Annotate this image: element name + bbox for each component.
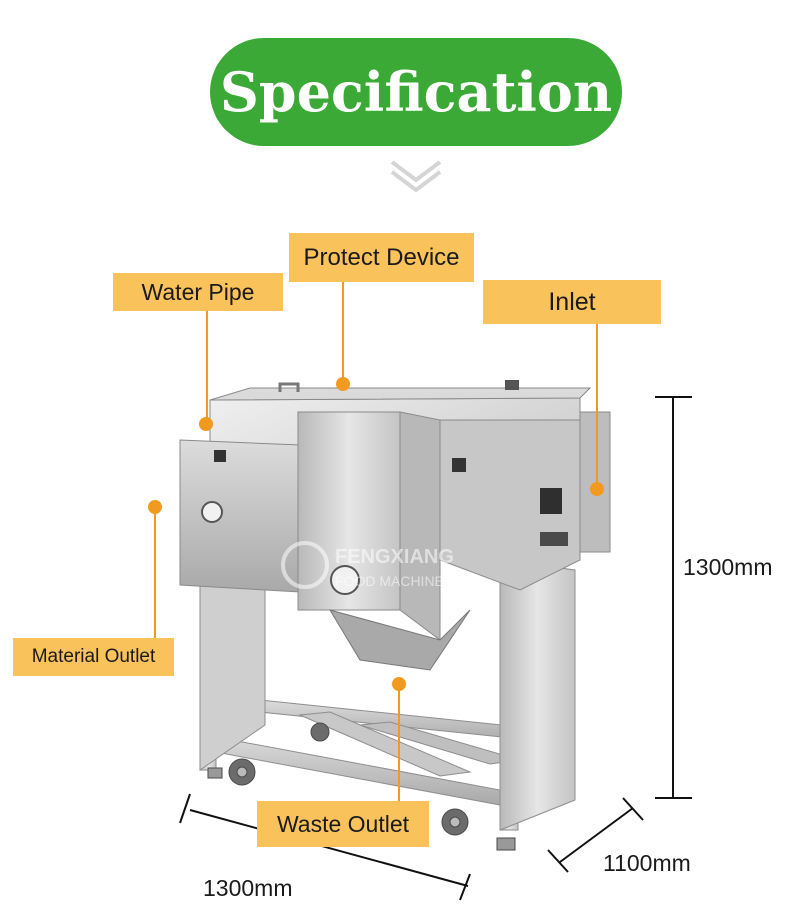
dimension-height-label: 1300mm	[683, 554, 773, 580]
dimension-depth-label: 1100mm	[603, 850, 691, 876]
header-title-pill: Specification	[210, 38, 622, 146]
callout-material-outlet: Material Outlet	[13, 638, 174, 676]
callout-waste-outlet: Waste Outlet	[257, 801, 429, 847]
dimension-width-label: 1300mm	[203, 875, 293, 901]
watermark-tagline: FOOD MACHINERY	[335, 573, 464, 589]
dimension-lines	[179, 396, 692, 901]
chevron-down-icon	[390, 160, 442, 193]
watermark-brand: FENGXIANG	[335, 546, 454, 568]
page-title: Specification	[219, 60, 613, 124]
caster-wheels	[207, 722, 562, 851]
callout-leaders	[148, 282, 604, 801]
callout-protect-device: Protect Device	[289, 233, 474, 282]
brand-watermark: FENGXIANG FOOD MACHINERY	[281, 541, 464, 589]
callout-water-pipe: Water Pipe	[113, 273, 283, 311]
callout-inlet: Inlet	[483, 280, 661, 324]
